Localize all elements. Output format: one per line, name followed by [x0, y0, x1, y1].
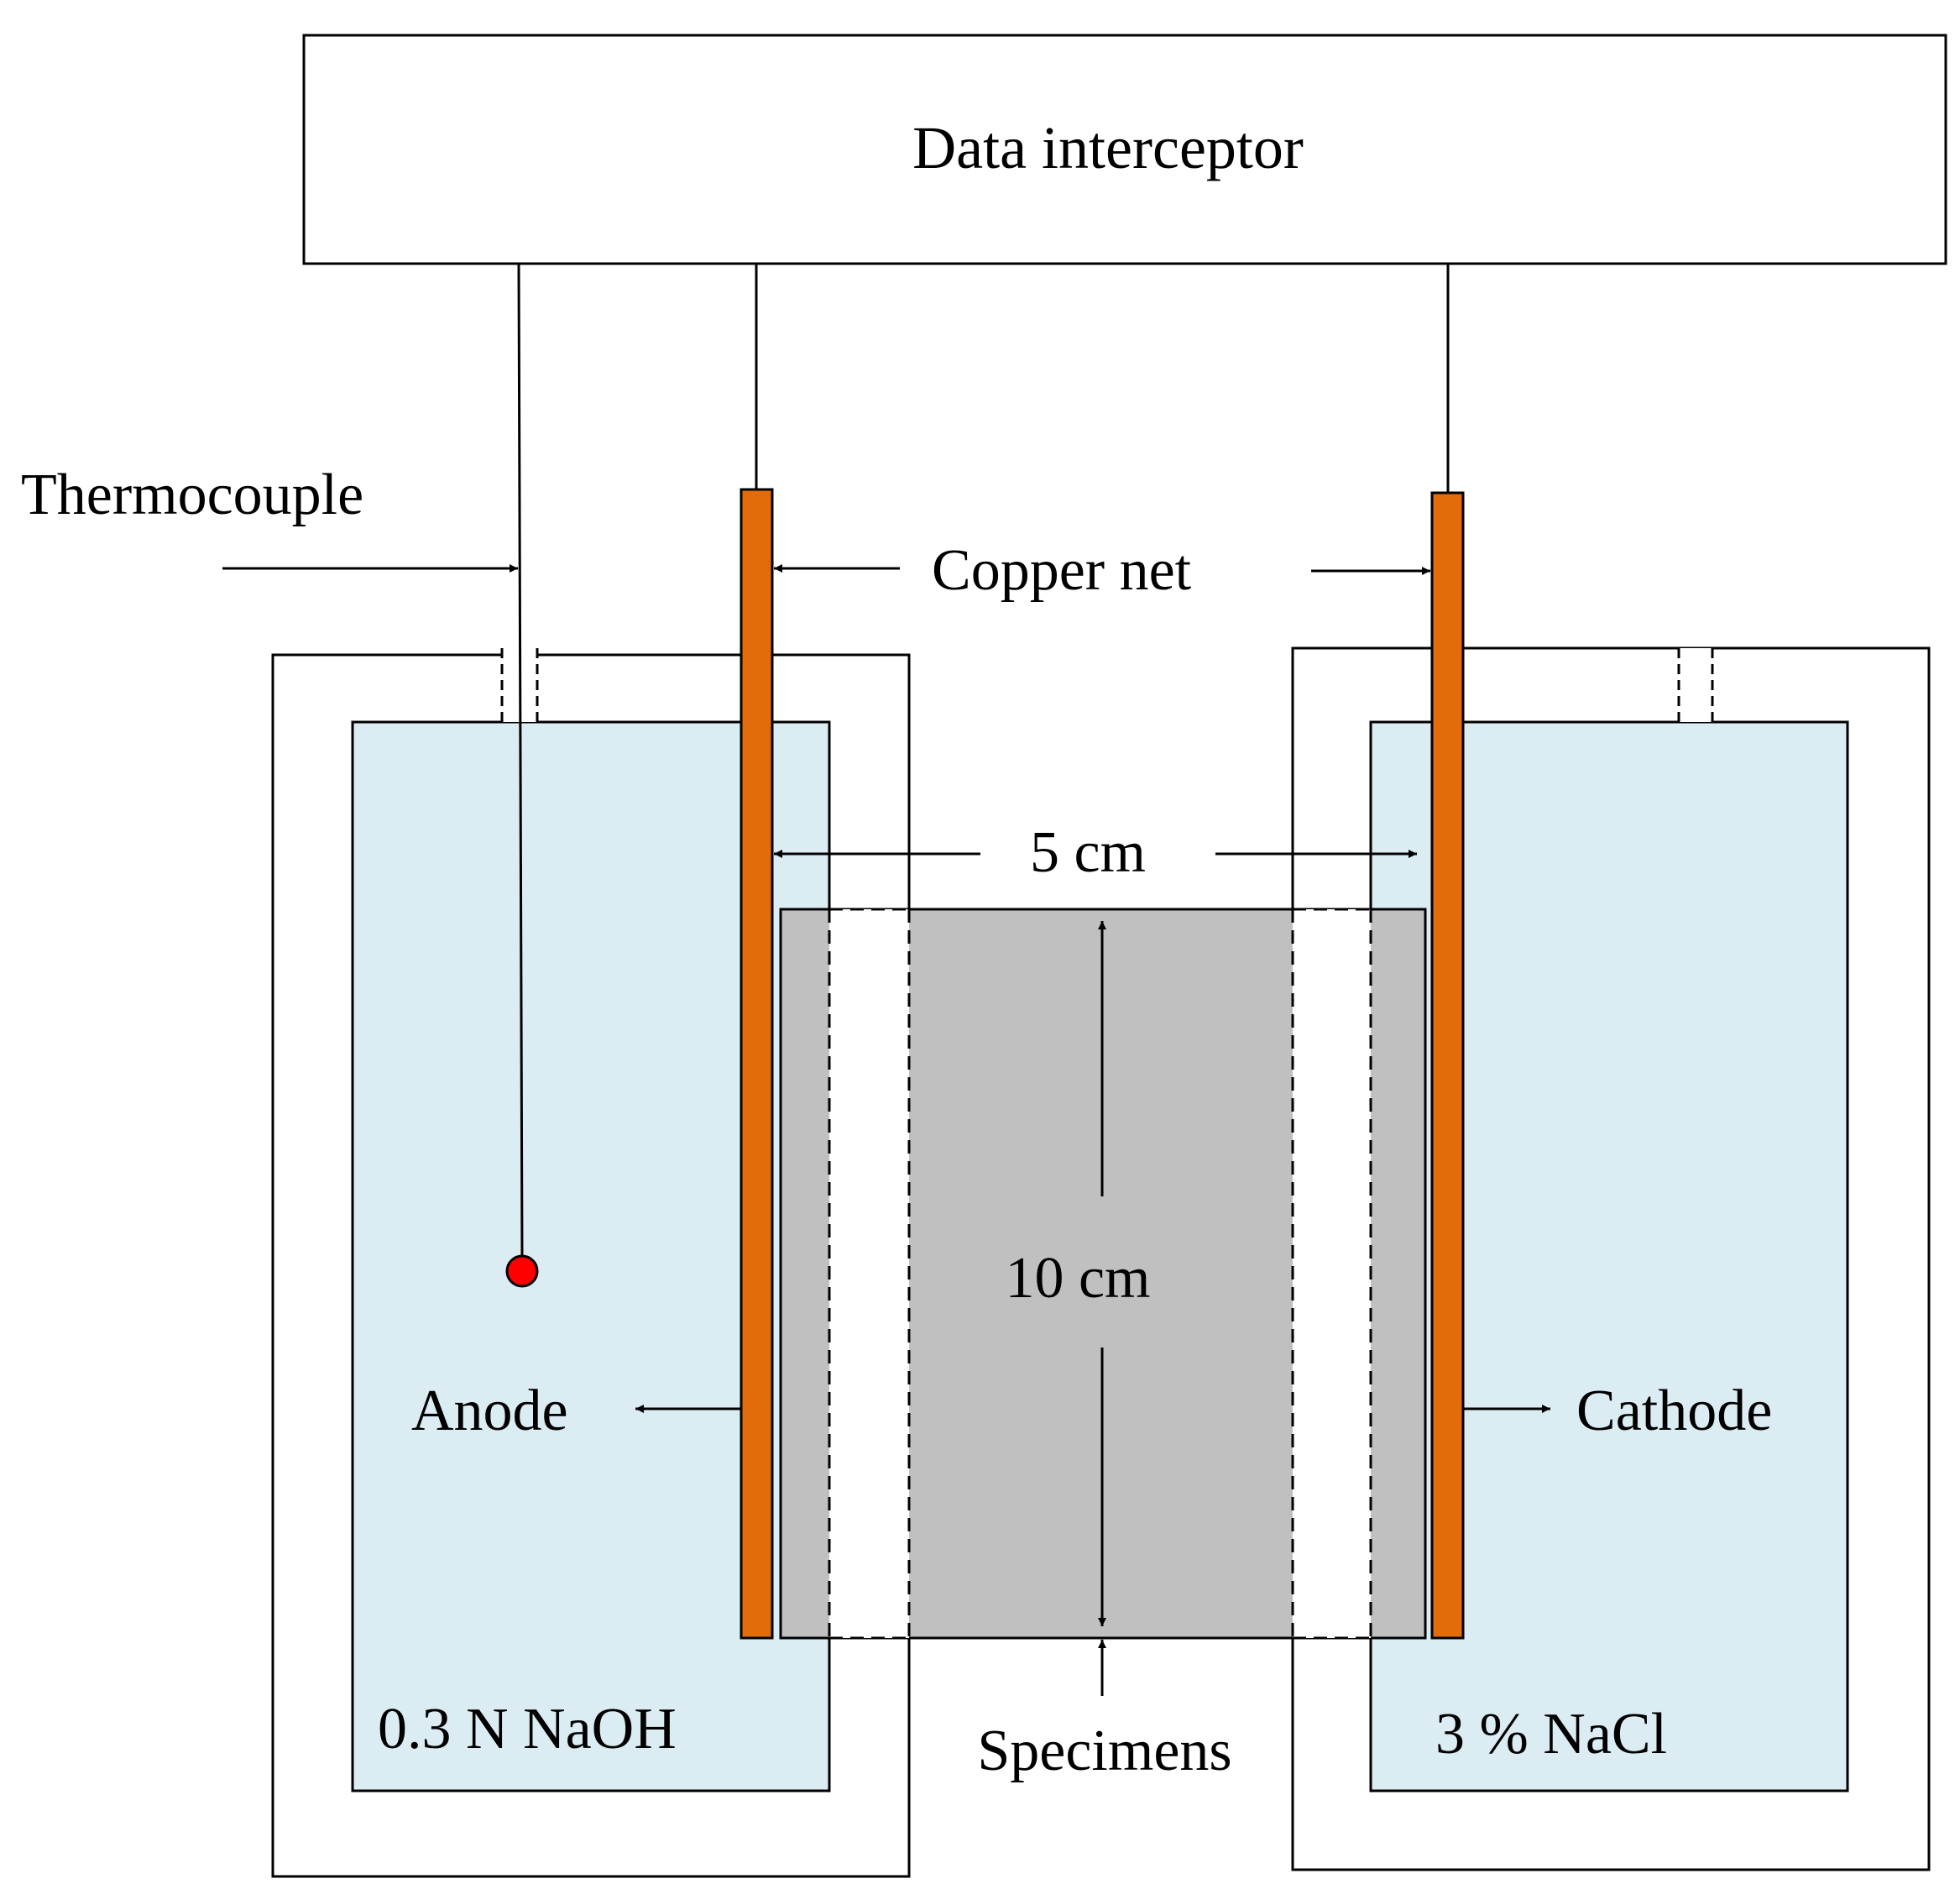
data-interceptor-box [302, 34, 1947, 265]
specimen-gap-right [1293, 909, 1371, 1638]
copper-net-label: Copper net [932, 538, 1192, 603]
anode-solution-label: 0.3 N NaOH [378, 1697, 677, 1761]
arrows [222, 564, 1550, 1696]
cathode-label: Cathode [1576, 1379, 1772, 1443]
width-dimension-label: 5 cm [1030, 820, 1146, 885]
data-interceptor: Data interceptor [302, 34, 1947, 265]
thermocouple-wire [517, 263, 524, 1260]
wires [517, 263, 1450, 1260]
data-interceptor-label: Data interceptor [912, 114, 1304, 181]
copper-net-right [1430, 491, 1465, 1640]
thermocouple-label: Thermocouple [21, 463, 363, 527]
specimens-label: Specimens [977, 1719, 1231, 1783]
thermocouple-sensor [505, 1254, 539, 1288]
specimen-gap-left [829, 909, 909, 1638]
anode-label: Anode [411, 1379, 568, 1443]
cathode-solution-label: 3 % NaCl [1435, 1702, 1667, 1766]
height-dimension-label: 10 cm [1005, 1246, 1150, 1311]
copper-net-left [740, 488, 774, 1640]
